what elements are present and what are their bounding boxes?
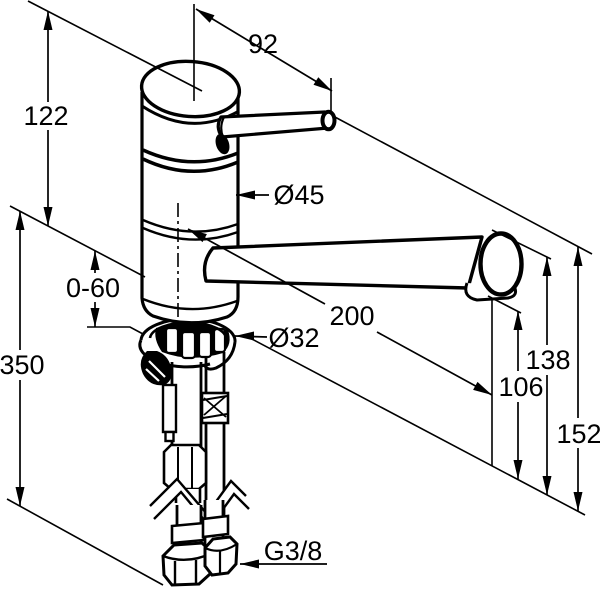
indicator-dot xyxy=(215,133,230,155)
label-g38: G3/8 xyxy=(264,536,323,566)
hose-connector xyxy=(162,443,208,491)
hex-nut-right xyxy=(203,535,239,577)
label-138: 138 xyxy=(525,345,570,375)
label-122: 122 xyxy=(23,101,68,131)
label-0-60: 0-60 xyxy=(66,273,120,303)
dimension-lines xyxy=(19,8,579,565)
arrow-200-downright xyxy=(473,381,492,395)
arrow-g38-left xyxy=(240,559,259,569)
deck-bottom-tick xyxy=(87,326,144,335)
arrow-138-up xyxy=(542,257,552,276)
under-deck-assembly xyxy=(138,317,250,587)
arrow-122-up xyxy=(43,11,53,30)
arrow-0-60-up xyxy=(90,251,100,270)
hose-end-plane xyxy=(6,498,164,586)
label-45: Ø45 xyxy=(273,180,324,210)
supply-pipe-right-upper xyxy=(200,352,230,520)
castellation-tabs xyxy=(164,326,227,360)
aerator-extension xyxy=(487,295,522,314)
arrow-138-down xyxy=(542,476,552,495)
arrow-32-left xyxy=(235,331,254,341)
spout-top-extension xyxy=(491,229,552,260)
spout-outlet xyxy=(478,231,524,297)
cartridge-ring-upper xyxy=(142,148,239,164)
label-106: 106 xyxy=(498,372,543,402)
reference-lines xyxy=(6,0,593,586)
arrow-152-down xyxy=(573,492,583,511)
dim-line-200 xyxy=(187,228,493,396)
arrow-106-down xyxy=(513,460,523,479)
base-rim-line xyxy=(142,297,238,311)
dimension-labels: 92 122 Ø45 0-60 200 Ø32 350 138 106 152 … xyxy=(0,29,600,566)
lever-end-cap xyxy=(320,109,337,132)
dim-line-92 xyxy=(195,8,333,92)
supply-pipe-left-lower xyxy=(170,505,206,548)
cap-top-ellipse xyxy=(139,59,242,119)
body-groove-lower xyxy=(142,226,239,241)
cartridge-ring-lower xyxy=(142,157,239,174)
body-groove-upper xyxy=(142,218,239,233)
label-32: Ø32 xyxy=(268,323,319,353)
arrow-45-left xyxy=(236,190,255,200)
handle-top-extension xyxy=(332,115,593,255)
deck-plane-left xyxy=(9,205,146,278)
mounting-stud xyxy=(161,383,178,443)
label-350: 350 xyxy=(0,350,45,380)
deck-plane-right xyxy=(249,337,586,516)
label-200: 200 xyxy=(329,301,374,331)
arrow-122-down xyxy=(43,207,53,226)
arrow-92-downright xyxy=(313,77,332,91)
label-92: 92 xyxy=(248,29,278,59)
label-152: 152 xyxy=(556,419,600,449)
arrow-106-up xyxy=(513,311,523,330)
arrow-92-upleft xyxy=(196,9,215,23)
top-plane-extension xyxy=(27,0,203,92)
arrow-200-upleft xyxy=(188,229,207,243)
dimension-arrowheads xyxy=(15,9,583,569)
fixing-clamp xyxy=(140,351,172,386)
arrow-0-60-down xyxy=(90,308,100,327)
arrow-350-up xyxy=(15,211,25,230)
arrow-152-up xyxy=(573,247,583,266)
arrow-350-down xyxy=(15,487,25,506)
